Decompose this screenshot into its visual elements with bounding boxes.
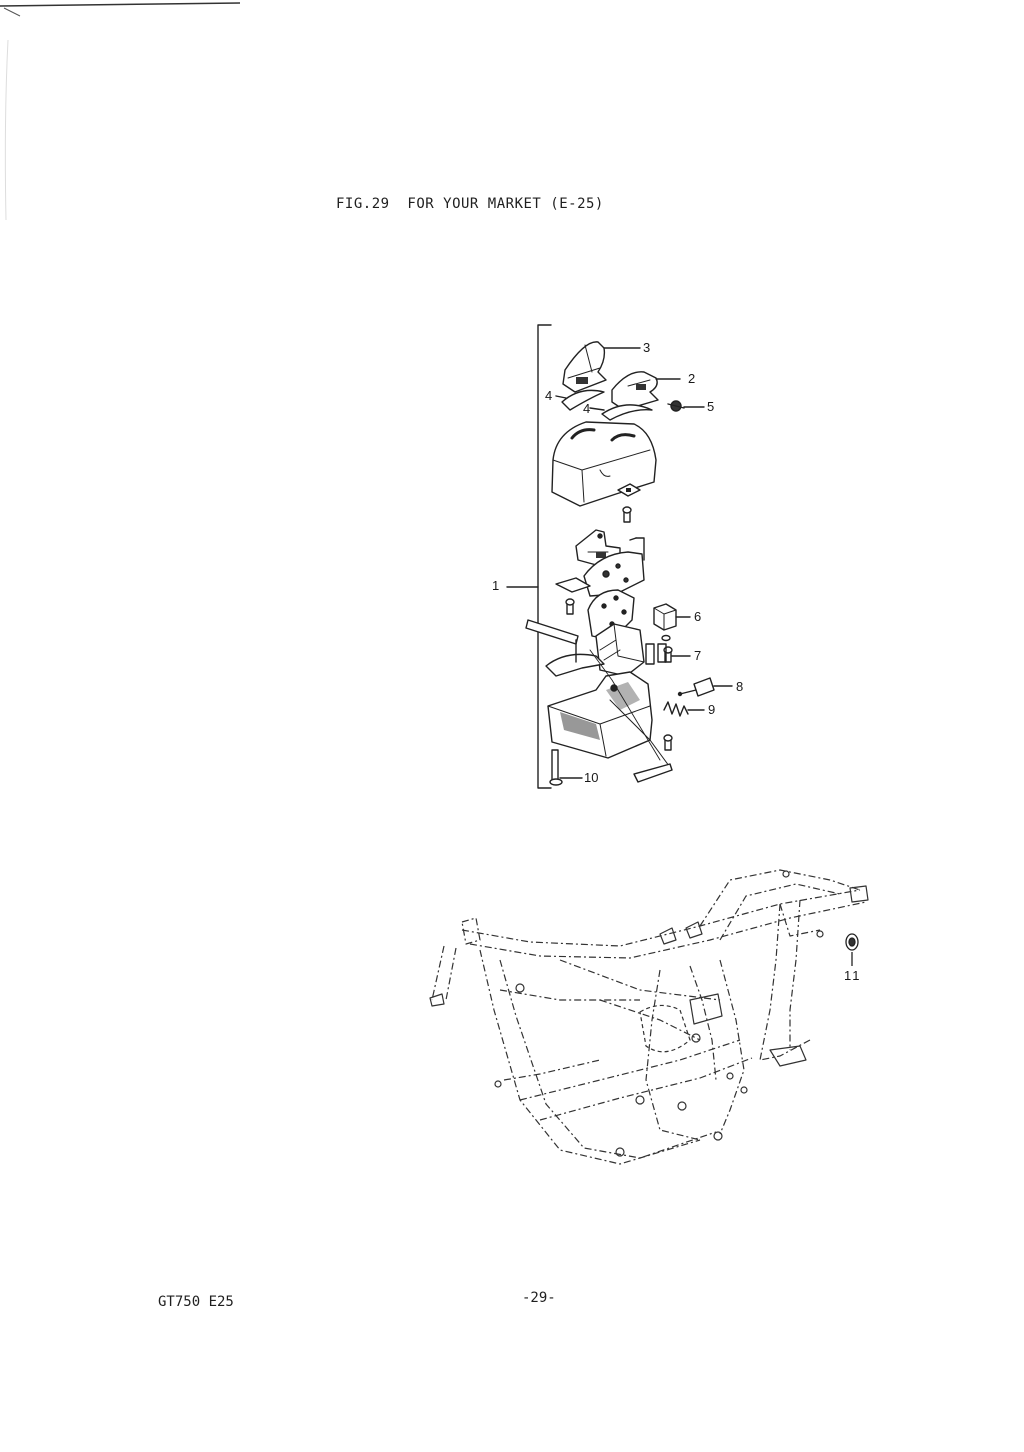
model-code: GT750 E25 [158,1294,234,1310]
clip-plate [555,577,591,593]
callout-part-3: 3 [643,340,651,355]
assembly-bracket [537,324,552,789]
callout-part-4a: 4 [545,388,553,403]
callout-part-6: 6 [694,609,702,624]
callout-part-5: 5 [707,399,715,414]
lower-housing [547,649,673,771]
part-6-rubber-cap [653,603,677,631]
callout-part-2: 2 [688,371,696,386]
figure-title: FIG.29 FOR YOUR MARKET (E-25) [336,196,604,212]
part-3-mount-rubber [562,341,607,393]
callout-part-7: 7 [694,648,702,663]
engine-mount-left [639,1004,691,1053]
callout-part-11: 11 [844,968,862,983]
part-4-plate-b [601,404,653,421]
part-7-screw [663,646,673,663]
callout-part-8: 8 [736,679,744,694]
callout-part-1: 1 [492,578,500,593]
ground-plate [633,763,673,783]
part-10-long-bolt [549,749,563,786]
washer [661,634,671,642]
callout-part-9: 9 [708,702,716,717]
part-8-adjuster-knob [677,677,715,697]
callout-part-10: 10 [584,770,599,785]
engine-mount-right [689,993,723,1025]
part-9-spring [663,701,689,717]
part-11-grommet [845,933,859,951]
callout-part-4b: 4 [583,401,591,416]
left-screw [565,598,575,615]
frame-tubes [431,869,867,1165]
part-5-bolt [667,400,685,412]
cover-screw [622,506,632,523]
mount-bracket-right [583,537,645,597]
lower-clamp [545,653,605,677]
housing-screw [663,734,673,751]
page-number: -29- [522,1290,556,1306]
part-4-plate-a [561,389,605,411]
regulator-unit [595,623,667,677]
